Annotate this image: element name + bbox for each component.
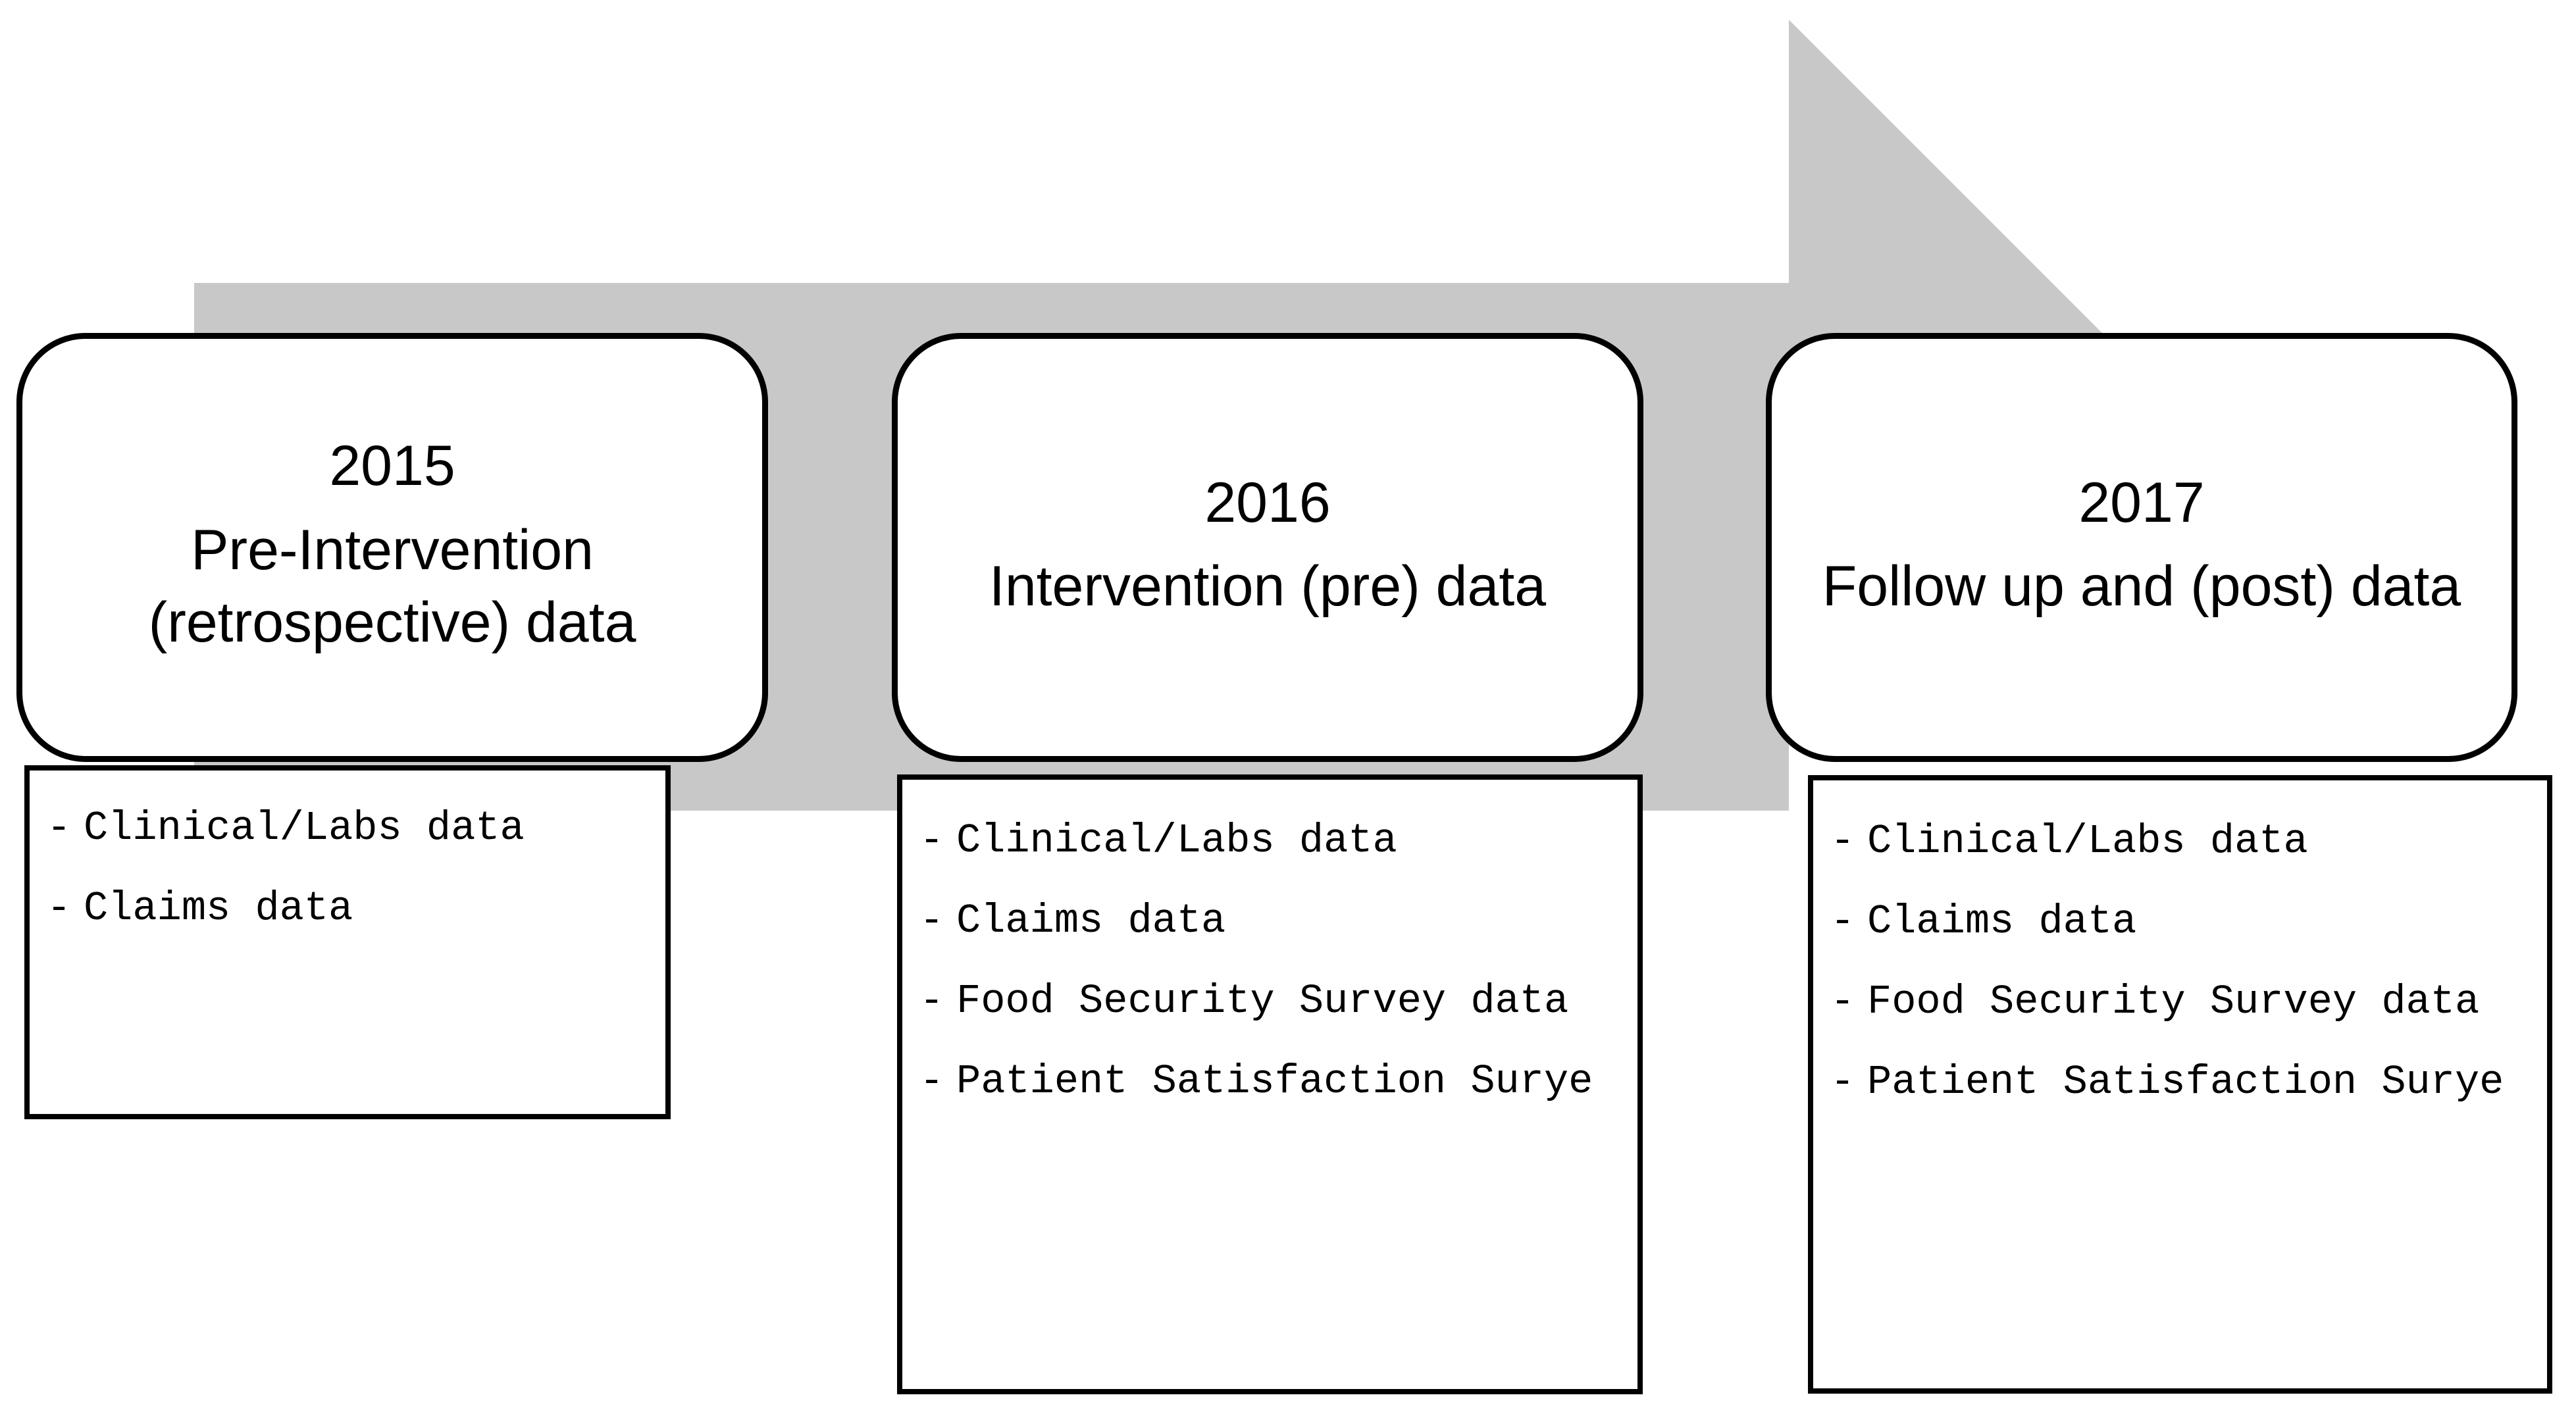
bullet-dash-icon: - [47, 805, 72, 851]
bullet-dash-icon: - [919, 1057, 944, 1105]
bullet-dash-icon: - [47, 885, 72, 932]
data-sources-panel-2016: - Clinical/Labs data - Claims data - Foo… [897, 774, 1643, 1394]
data-source-label: Food Security Survey data [1867, 978, 2480, 1025]
list-item: - Patient Satisfaction Surye [1830, 1050, 2530, 1115]
data-sources-panel-2017: - Clinical/Labs data - Claims data - Foo… [1808, 775, 2552, 1394]
data-source-label: Claims data [1867, 898, 2137, 945]
phase-description-label: Intervention (pre) data [989, 555, 1547, 619]
bullet-dash-icon: - [919, 977, 944, 1024]
data-source-label: Claims data [84, 885, 353, 932]
data-sources-panel-2015: - Clinical/Labs data - Claims data [24, 765, 671, 1119]
data-source-label: Patient Satisfaction Surye [956, 1057, 1593, 1105]
list-item: - Patient Satisfaction Surye [919, 1049, 1620, 1114]
list-item: - Clinical/Labs data [919, 809, 1620, 873]
data-source-label: Claims data [956, 897, 1226, 944]
phase-card-2016[interactable]: 2016 Intervention (pre) data [892, 333, 1643, 762]
data-source-label: Clinical/Labs data [1867, 818, 2308, 865]
bullet-dash-icon: - [919, 897, 944, 944]
phase-year-label: 2015 [329, 434, 455, 498]
data-source-label: Patient Satisfaction Surye [1867, 1058, 2504, 1105]
list-item: - Clinical/Labs data [47, 799, 648, 857]
list-item: - Claims data [47, 880, 648, 938]
bullet-dash-icon: - [1830, 1058, 1855, 1105]
phase-description-label: Follow up and (post) data [1822, 555, 2461, 619]
bullet-dash-icon: - [919, 817, 944, 864]
data-source-label: Food Security Survey data [956, 977, 1569, 1024]
phase-year-label: 2017 [2078, 470, 2205, 534]
data-source-label: Clinical/Labs data [84, 805, 525, 851]
bullet-dash-icon: - [1830, 818, 1855, 865]
list-item: - Food Security Survey data [919, 969, 1620, 1034]
phase-year-label: 2016 [1204, 470, 1331, 534]
data-source-label: Clinical/Labs data [956, 817, 1397, 864]
list-item: - Claims data [919, 889, 1620, 953]
bullet-dash-icon: - [1830, 978, 1855, 1025]
list-item: - Food Security Survey data [1830, 970, 2530, 1034]
phase-card-2017[interactable]: 2017 Follow up and (post) data [1766, 333, 2517, 762]
phase-description-label: Pre-Intervention (retrospective) data [148, 518, 636, 655]
list-item: - Claims data [1830, 890, 2530, 954]
phase-card-2015[interactable]: 2015 Pre-Intervention (retrospective) da… [16, 333, 768, 762]
list-item: - Clinical/Labs data [1830, 809, 2530, 874]
bullet-dash-icon: - [1830, 898, 1855, 945]
